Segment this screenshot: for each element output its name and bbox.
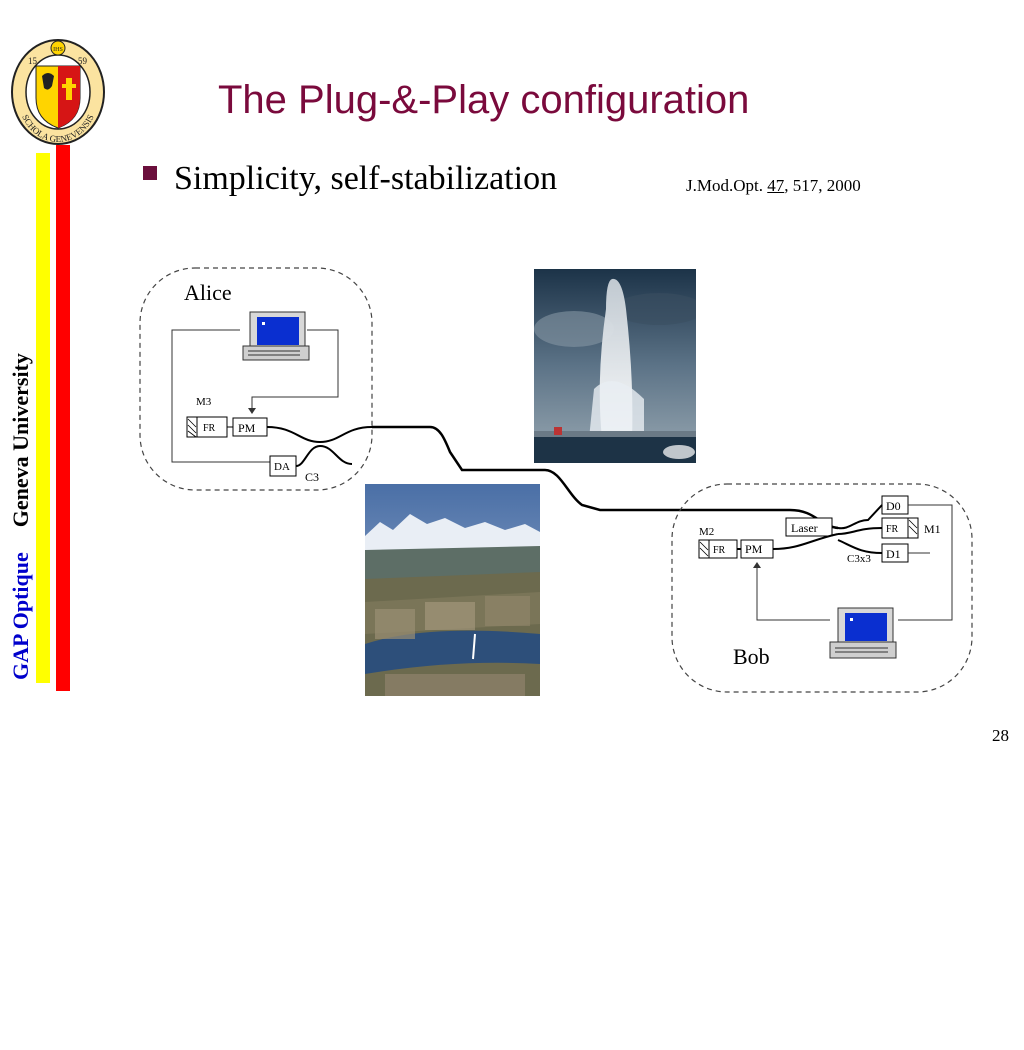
sidebar-red-stripe — [56, 145, 70, 691]
slide-title: The Plug-&-Play configuration — [218, 78, 750, 122]
bob-detector-1-label: D1 — [886, 547, 901, 561]
sidebar-university-name: Geneva University — [8, 353, 33, 528]
page-number: 28 — [992, 726, 1009, 745]
bob-faraday-left-label: FR — [713, 545, 726, 556]
alice-label: Alice — [184, 280, 232, 305]
plug-and-play-diagram: Alice M3 FR PM DA C3 Bob M2 FR PM Laser … — [139, 267, 973, 693]
bob-enclosure — [671, 483, 973, 693]
seal-top-mark: IHS — [53, 47, 63, 53]
sidebar-vertical-label: GAP Optique Geneva University — [8, 353, 38, 1050]
sidebar-yellow-stripe — [36, 153, 50, 683]
bob-coupler-label: C3x3 — [847, 553, 871, 565]
reference-volume: 47 — [767, 176, 785, 195]
alice-faraday-label: FR — [203, 423, 216, 434]
quantum-channel-fiber — [372, 425, 839, 530]
alice-enclosure — [139, 267, 373, 491]
alice-detector-label: DA — [274, 461, 290, 473]
bob-mirror-right — [907, 517, 919, 539]
alice-computer-icon — [242, 311, 310, 361]
bob-modulator-label: PM — [745, 542, 763, 556]
bob-mirror-left-label: M2 — [699, 526, 714, 538]
university-seal-logo: IHS 15 59 SCHOLA GENEVENSIS — [8, 36, 108, 148]
bob-label: Bob — [733, 644, 770, 669]
fountain-photo — [534, 269, 704, 463]
alice-coupler-label: C3 — [305, 470, 319, 484]
reference-suffix: , 517, 2000 — [784, 176, 861, 195]
seal-year-right: 59 — [78, 56, 88, 66]
journal-reference: J.Mod.Opt. 47, 517, 2000 — [686, 176, 861, 196]
seal-year-left: 15 — [28, 56, 38, 66]
bob-computer-icon — [829, 607, 897, 659]
geneva-city-photo — [365, 484, 540, 696]
bob-laser-label: Laser — [791, 521, 818, 535]
alice-mirror-label: M3 — [196, 396, 212, 408]
bob-detector-0-label: D0 — [886, 499, 901, 513]
alice-modulator-label: PM — [238, 421, 256, 435]
bob-mirror-right-label: M1 — [924, 522, 941, 536]
bullet-marker — [143, 166, 157, 180]
bullet-text: Simplicity, self-stabilization — [174, 160, 558, 197]
reference-prefix: J.Mod.Opt. — [686, 176, 768, 195]
sidebar-group-name: GAP Optique — [8, 552, 33, 680]
bob-faraday-right-label: FR — [886, 524, 899, 535]
